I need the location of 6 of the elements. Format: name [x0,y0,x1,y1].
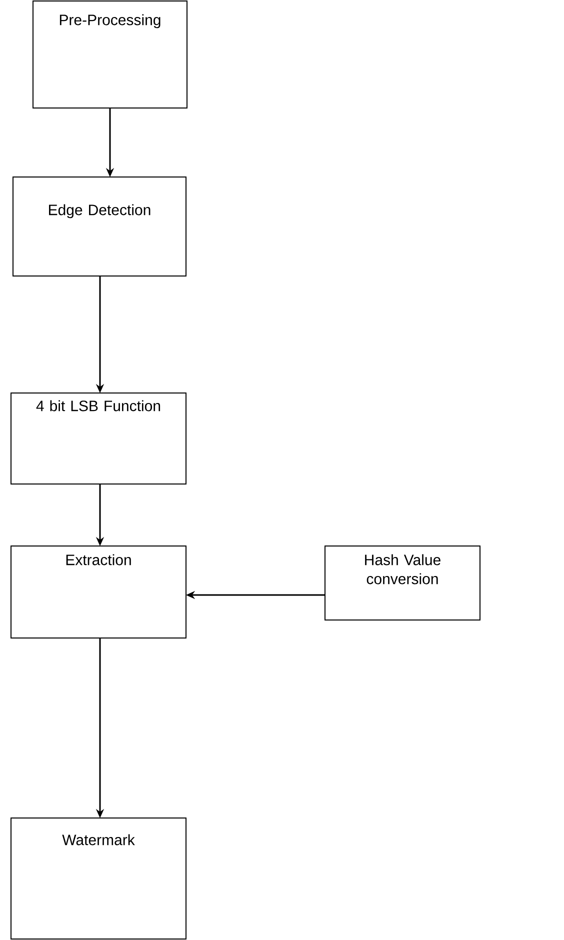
process-box: 4 bit LSB Function [10,392,186,484]
process-box: Hash Value conversion [324,546,480,620]
process-box: Edge Detection [12,176,186,276]
process-box: Extraction [10,546,186,638]
process-box: Watermark [10,818,186,940]
process-box: Pre-Processing [32,0,188,108]
